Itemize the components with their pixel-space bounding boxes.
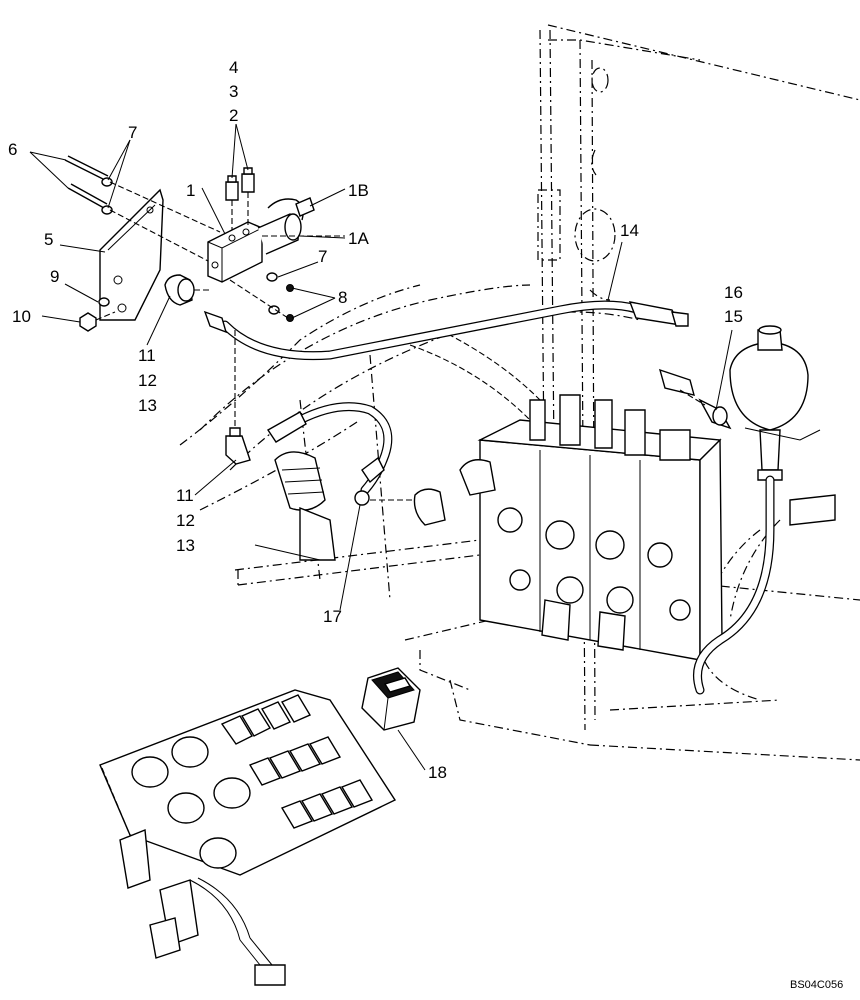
callout-12-lower: 12 [176,511,195,530]
fitting-15-16 [658,368,732,430]
cylinder-left [254,451,336,561]
callout-13-lower: 13 [176,536,195,555]
callout-6: 6 [8,140,17,159]
wiring-harness [119,829,286,986]
leader-lines [29,123,733,771]
callout-4: 4 [229,58,238,77]
elbow-fitting-upper [164,274,212,306]
callout-8: 8 [338,288,347,307]
callout-18: 18 [428,763,447,782]
callout-11-lower: 11 [176,486,194,505]
callout-7-lower: 7 [318,247,327,266]
callout-3: 3 [229,82,238,101]
callout-2: 2 [229,106,238,125]
callout-15: 15 [724,307,743,326]
bolts [64,155,221,263]
callout-12-upper: 12 [138,371,157,390]
figure-reference: BS04C056 [790,979,843,991]
elbow-fitting-lower [225,330,251,465]
control-valve [413,394,723,662]
callout-1: 1 [186,181,195,200]
rocker-switch [361,667,421,731]
callout-14: 14 [620,221,639,240]
callout-7-upper: 7 [128,123,137,142]
callout-13-upper: 13 [138,396,157,415]
nut-and-washer [79,297,116,332]
instrument-panel [99,689,397,876]
mounting-bracket [99,188,164,321]
washers-7-8 [229,272,294,322]
callout-labels: 1 1B 1A 4 3 2 6 7 5 9 10 7 8 11 12 13 14… [8,58,843,991]
callout-10: 10 [12,307,31,326]
solenoid-valve [207,197,345,283]
callout-5: 5 [44,230,53,249]
callout-9: 9 [50,267,59,286]
callout-1b: 1B [348,181,369,200]
callout-11-upper: 11 [138,346,156,365]
callout-16: 16 [724,283,743,302]
hose-14 [203,300,689,361]
fittings-2 [225,167,255,230]
callout-17: 17 [323,607,342,626]
hose-17 [266,402,430,506]
callout-1a: 1A [348,229,369,248]
accumulator [693,325,836,695]
